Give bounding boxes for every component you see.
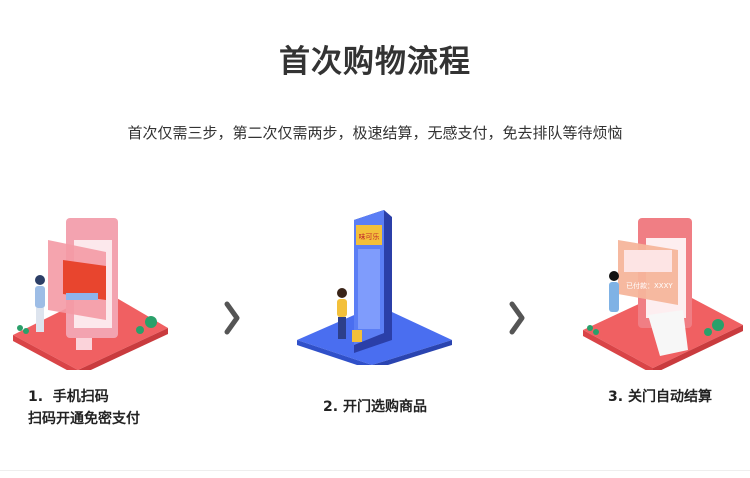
store-sign: 味可乐 <box>359 232 380 241</box>
store-cabinet-illustration: 味可乐 <box>297 210 452 365</box>
page-title: 首次购物流程 <box>279 44 471 80</box>
chevron-right-icon <box>224 301 240 335</box>
divider <box>0 470 750 471</box>
step-3-label: 3. 关门自动结算 <box>608 389 712 405</box>
checkout-receipt-illustration: 已付款：XXXY <box>583 218 743 370</box>
chevron-right-icon <box>509 301 525 335</box>
step-2-label: 2. 开门选购商品 <box>323 399 427 415</box>
step-1-desc: 扫码开通免密支付 <box>28 411 140 427</box>
page-subtitle: 首次仅需三步，第二次仅需两步，极速结算，无感支付，免去排队等待烦恼 <box>127 124 623 142</box>
step-1-label: 1. 手机扫码 <box>28 389 109 405</box>
receipt-text: 已付款：XXXY <box>626 281 673 290</box>
step-1: 1. 手机扫码 扫码开通免密支付 <box>28 386 140 430</box>
scan-phone-illustration <box>13 218 168 370</box>
